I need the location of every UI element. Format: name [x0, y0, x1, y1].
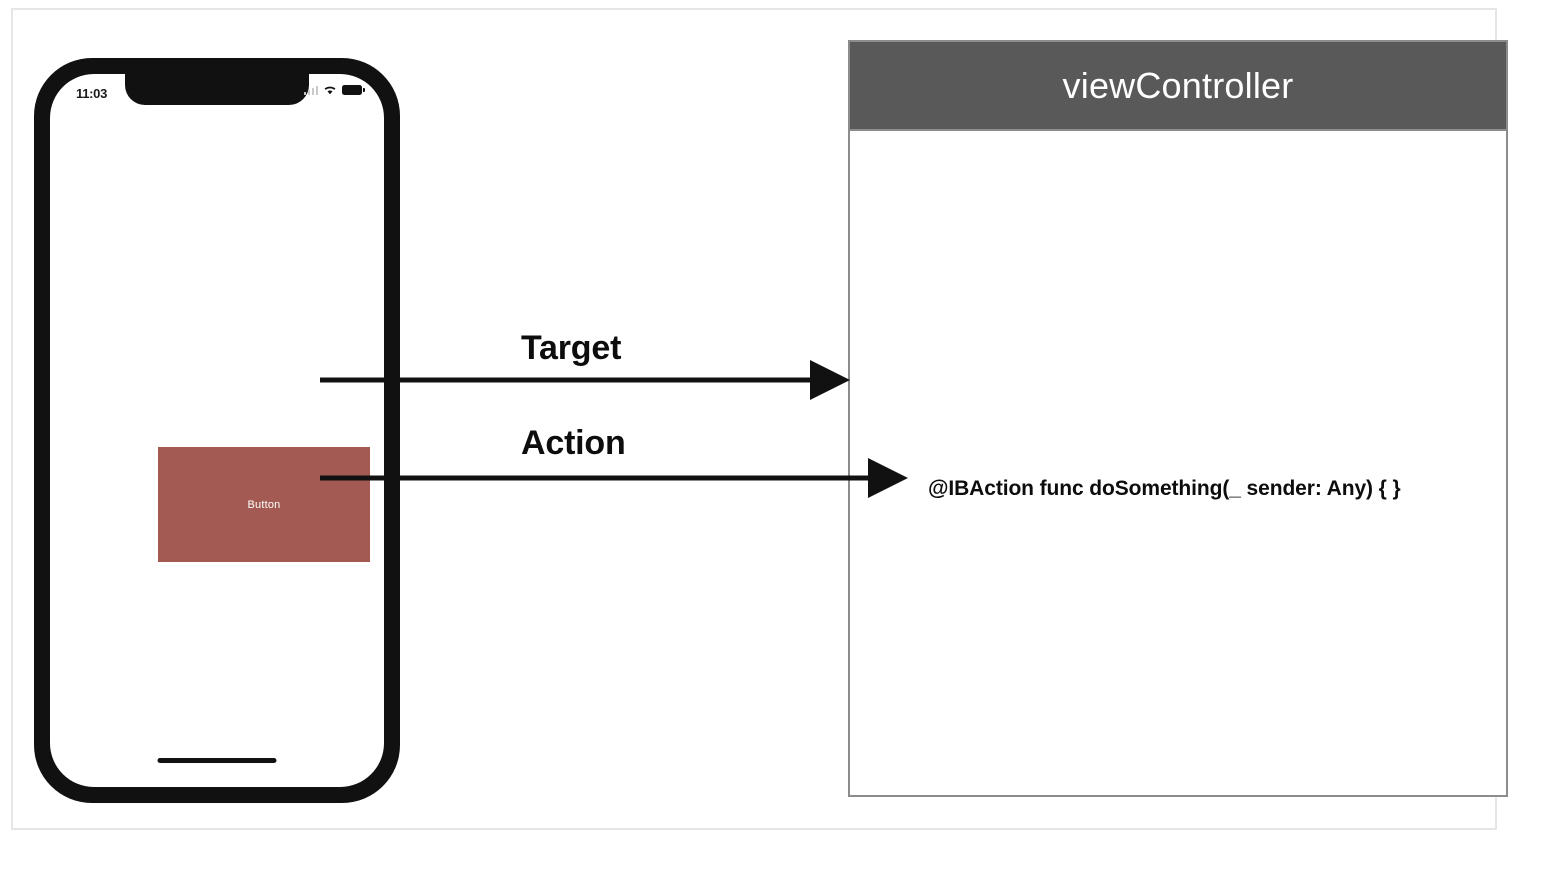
- phone-screen: 11:03 Button: [50, 74, 384, 787]
- view-controller-body: @IBAction func doSomething(_ sender: Any…: [850, 131, 1506, 884]
- iphone-mockup: 11:03 Button: [34, 58, 400, 803]
- status-indicators: [303, 85, 365, 95]
- home-indicator: [157, 758, 277, 763]
- view-controller-header: viewController: [850, 42, 1506, 131]
- ibaction-code-line: @IBAction func doSomething(_ sender: Any…: [928, 477, 1401, 500]
- status-bar: 11:03: [50, 74, 384, 110]
- ui-button[interactable]: Button: [158, 447, 370, 562]
- ui-button-label: Button: [247, 498, 281, 511]
- view-controller-box: viewController @IBAction func doSomethin…: [848, 40, 1508, 797]
- phone-notch: [125, 74, 309, 105]
- view-controller-title: viewController: [1062, 64, 1294, 106]
- wifi-icon: [323, 85, 337, 95]
- cellular-signal-icon: [303, 85, 318, 95]
- battery-full-icon: [342, 85, 365, 95]
- status-time: 11:03: [76, 86, 108, 101]
